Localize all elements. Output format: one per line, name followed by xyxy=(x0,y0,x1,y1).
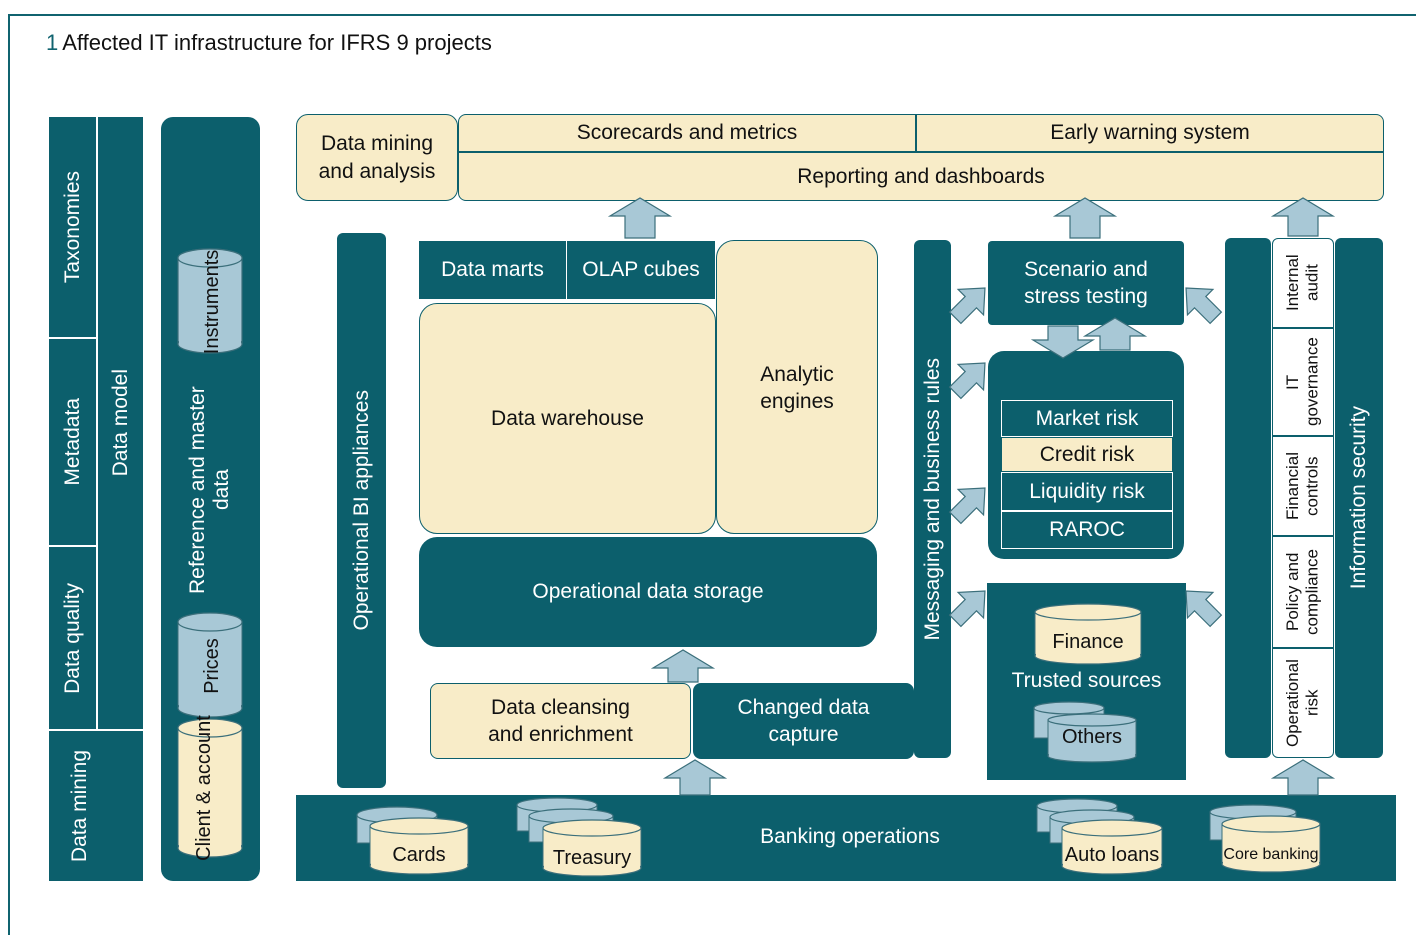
arrow-messaging-to-trusted xyxy=(948,590,986,628)
scorecards-metrics-box: Scorecards and metrics xyxy=(458,114,916,152)
data-warehouse-box: Data warehouse xyxy=(419,303,716,534)
client-account-cylinder: Client & account xyxy=(177,715,243,861)
svg-text:Cards: Cards xyxy=(392,844,445,866)
arrow-scenario-to-risk xyxy=(1030,325,1096,359)
data-model-divider xyxy=(96,117,98,730)
arrow-governance-to-scenario xyxy=(1185,287,1223,325)
core-banking-cylinders: Core banking xyxy=(1209,804,1321,873)
arrow-governance-to-top xyxy=(1270,197,1336,237)
svg-text:Prices: Prices xyxy=(201,638,223,694)
data-marts-box: Data marts xyxy=(419,241,566,299)
left-rule xyxy=(8,14,10,935)
svg-text:Finance: Finance xyxy=(1052,631,1123,653)
early-warning-box: Early warning system xyxy=(916,114,1384,152)
credit-risk-item: Credit risk xyxy=(1001,437,1173,472)
arrow-governance-to-trusted xyxy=(1185,590,1223,628)
arrow-cleansing-to-ods xyxy=(650,649,716,683)
messaging-business-rules: Messaging and business rules xyxy=(914,240,951,758)
cards-cylinders: Cards xyxy=(356,806,469,875)
svg-text:Treasury: Treasury xyxy=(553,847,631,869)
divider-metadata xyxy=(49,545,96,547)
finance-cylinder: Finance xyxy=(1034,603,1142,665)
arrow-risk-to-scenario xyxy=(1082,317,1148,351)
arrow-messaging-to-risk-bottom xyxy=(948,487,986,525)
svg-text:Instruments: Instruments xyxy=(201,250,223,354)
data-cleansing-box: Data cleansing and enrichment xyxy=(430,683,691,759)
instruments-cylinder: Instruments xyxy=(177,248,243,354)
arrow-scenario-to-top xyxy=(1052,197,1118,239)
it-governance-box: IT governance xyxy=(1272,328,1334,436)
financial-controls-box: Financial controls xyxy=(1272,436,1334,536)
divider-data-quality xyxy=(49,729,143,731)
scenario-stress-testing-box: Scenario and stress testing xyxy=(988,241,1184,325)
svg-text:Others: Others xyxy=(1062,726,1122,748)
arrow-warehouse-to-top xyxy=(607,197,673,239)
arrow-banking-to-governance xyxy=(1270,759,1336,796)
raroc-item: RAROC xyxy=(1001,511,1173,549)
policy-compliance-box: Policy and compliance xyxy=(1272,536,1334,648)
divider-taxonomies xyxy=(49,337,96,339)
analytic-engines-box: Analytic engines xyxy=(716,240,878,534)
figure-number: 1 xyxy=(46,30,59,55)
olap-cubes-box: OLAP cubes xyxy=(567,241,715,299)
reporting-dashboards-box: Reporting and dashboards xyxy=(458,152,1384,201)
arrow-messaging-to-scenario xyxy=(948,287,986,325)
liquidity-risk-item: Liquidity risk xyxy=(1001,472,1173,511)
internal-audit-box: Internal audit xyxy=(1272,238,1334,328)
svg-text:Auto loans: Auto loans xyxy=(1065,844,1160,866)
top-rule xyxy=(8,14,1416,16)
others-cylinders: Others xyxy=(1033,701,1137,763)
operational-risk-box: Operational risk xyxy=(1272,648,1334,758)
banking-operations-label: Banking operations xyxy=(760,825,940,849)
figure-title-text: Affected IT infrastructure for IFRS 9 pr… xyxy=(62,30,492,55)
operational-bi-appliances: Operational BI appliances xyxy=(337,233,386,788)
svg-text:Core banking: Core banking xyxy=(1223,846,1318,863)
information-security-box: Information security xyxy=(1335,238,1383,758)
svg-text:Client & account: Client & account xyxy=(193,715,215,861)
auto-loans-cylinders: Auto loans xyxy=(1036,798,1163,875)
changed-data-capture-box: Changed data capture xyxy=(693,683,914,759)
market-risk-item: Market risk xyxy=(1001,400,1173,437)
operational-data-storage-box: Operational data storage xyxy=(419,537,877,647)
trusted-sources-label: Trusted sources xyxy=(1011,669,1162,693)
governance-strip xyxy=(1225,238,1271,758)
arrow-messaging-to-risk-top xyxy=(948,362,986,400)
arrow-banking-to-cdc xyxy=(662,759,728,796)
treasury-cylinders: Treasury xyxy=(516,797,642,877)
prices-cylinder: Prices xyxy=(177,612,243,718)
data-mining-analysis-box: Data mining and analysis xyxy=(296,114,458,201)
